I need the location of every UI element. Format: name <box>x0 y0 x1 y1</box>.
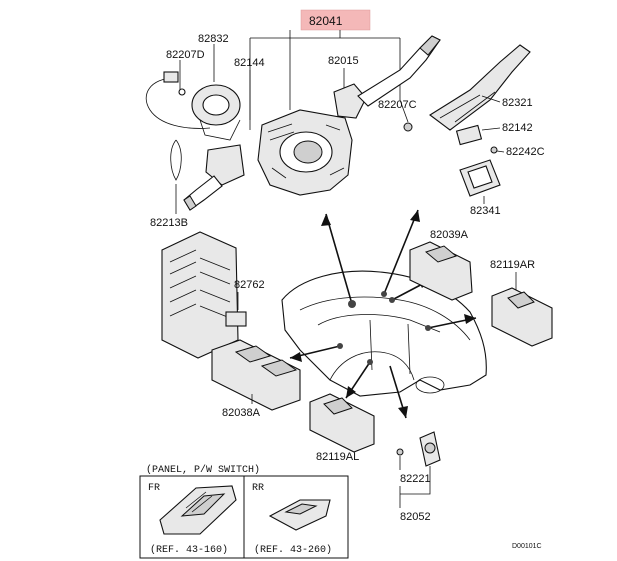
inset-fr-label: FR <box>148 483 160 494</box>
junction-block <box>161 231 239 359</box>
rr-panel-drawing <box>268 499 331 531</box>
screw-82242C <box>490 146 498 154</box>
part-label-82041[interactable]: 82041 <box>309 14 343 28</box>
inset-fr-ref[interactable]: (REF. 43-160) <box>150 544 228 556</box>
fr-panel-drawing <box>159 485 237 535</box>
part-label-82119AR[interactable]: 82119AR <box>490 259 535 271</box>
part-label-82015[interactable]: 82015 <box>328 55 359 67</box>
window-switch-82039A <box>409 241 473 301</box>
part-label-82213B[interactable]: 82213B <box>150 217 188 229</box>
label-82041-highlight <box>300 9 371 31</box>
bracket-82321 <box>429 44 531 131</box>
part-label-82832[interactable]: 82832 <box>198 33 229 45</box>
screw-82207C <box>403 122 413 132</box>
power-window-master-switch-82038A <box>211 339 301 411</box>
part-label-82221[interactable]: 82221 <box>400 473 431 485</box>
part-82341 <box>459 159 501 197</box>
wiper-stalk-82015 <box>333 35 441 119</box>
window-switch-82119AR <box>491 287 553 347</box>
part-label-82038A[interactable]: 82038A <box>222 407 261 419</box>
part-label-82762[interactable]: 82762 <box>234 279 265 291</box>
part-82142 <box>455 124 483 146</box>
part-label-82341[interactable]: 82341 <box>470 205 501 217</box>
part-label-82207C[interactable]: 82207C <box>378 99 417 111</box>
combination-switch-body <box>257 109 353 196</box>
part-label-82144[interactable]: 82144 <box>234 57 265 69</box>
inset-rr-label: RR <box>252 483 264 494</box>
marker-front <box>348 300 356 308</box>
part-label-82242C[interactable]: 82242C <box>506 146 545 158</box>
part-label-82039A[interactable]: 82039A <box>430 229 469 241</box>
part-label-82207D[interactable]: 82207D <box>166 49 205 61</box>
part-label-82142[interactable]: 82142 <box>502 122 533 134</box>
turn-signal-stalk <box>183 144 245 211</box>
part-82762 <box>225 311 247 327</box>
part-label-82052[interactable]: 82052 <box>400 511 431 523</box>
vehicle-outline <box>281 270 487 397</box>
inset-title: (PANEL, P/W SWITCH) <box>146 464 260 476</box>
connector-82207D <box>163 71 179 83</box>
inset-rr-ref[interactable]: (REF. 43-260) <box>254 544 332 556</box>
figure-code: D00101C <box>512 543 542 550</box>
part-label-82321[interactable]: 82321 <box>502 97 533 109</box>
window-switch-82119AL <box>309 393 375 453</box>
screw-82221 <box>396 448 404 456</box>
part-label-82119AL[interactable]: 82119AL <box>316 451 359 463</box>
switch-82052 <box>419 431 441 467</box>
